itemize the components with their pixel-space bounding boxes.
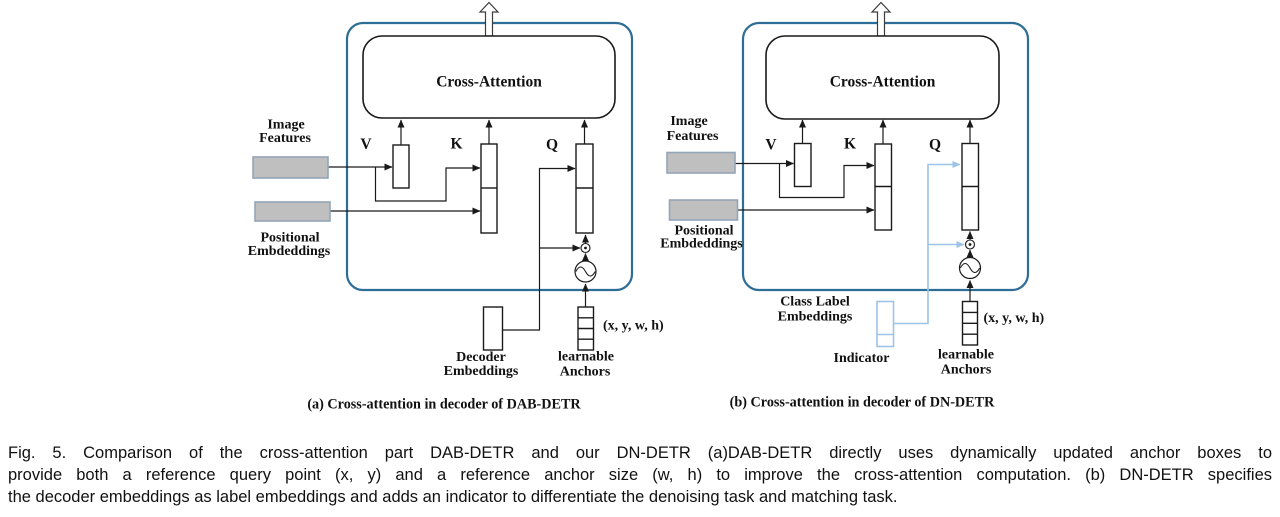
k-label-b: K bbox=[844, 136, 856, 153]
anchors-label-1-b: learnable bbox=[938, 348, 994, 363]
multiply-dot-icon-b bbox=[968, 243, 972, 246]
image-features-block-b bbox=[666, 151, 736, 174]
diagram-b: Cross-Attention bbox=[660, 1, 1045, 411]
image-to-k-line bbox=[778, 162, 875, 199]
figure-caption-line-1: Fig. 5. Comparison of the cross-attentio… bbox=[8, 444, 1272, 462]
cross-attention-label-b: Cross-Attention bbox=[830, 74, 936, 91]
figure-canvas: Cross-Attention bbox=[248, 1, 1045, 413]
q-label-b: Q bbox=[929, 137, 941, 154]
subcaption-a: (a) Cross-attention in decoder of DAB-DE… bbox=[307, 397, 581, 413]
class-label-2-b: Embeddings bbox=[778, 310, 853, 325]
cross-attention-box-a bbox=[362, 35, 616, 119]
image-to-k-line bbox=[374, 164, 481, 202]
subcaption-b: (b) Cross-attention in decoder of DN-DET… bbox=[730, 395, 995, 411]
sine-wave-icon-b bbox=[959, 262, 981, 274]
vkq-boxes-b bbox=[793, 142, 980, 346]
xywh-label-a: (x, y, w, h) bbox=[603, 319, 664, 334]
decoder-embeddings-box-a bbox=[482, 306, 504, 351]
output-arrow-icon-b bbox=[870, 1, 892, 37]
anchors-dividers-b bbox=[962, 311, 978, 335]
connectors-a bbox=[328, 119, 589, 331]
decoder-to-q-line bbox=[502, 165, 576, 331]
positional-label-2-b: Embdeddings bbox=[660, 237, 743, 252]
k-label-a: K bbox=[450, 136, 462, 153]
cross-attention-box-b bbox=[765, 35, 1000, 120]
sine-wave-icon-a bbox=[575, 266, 596, 277]
v-box-b bbox=[793, 142, 812, 188]
indicator-label-b: Indicator bbox=[834, 351, 890, 366]
image-features-label-2-b: Features bbox=[667, 129, 719, 144]
positional-label-2-a: Embdeddings bbox=[248, 244, 331, 259]
decoder-label-2-a: Embeddings bbox=[444, 364, 519, 379]
decoder-label-1-a: Decoder bbox=[456, 350, 506, 365]
q-label-a: Q bbox=[546, 137, 558, 154]
cross-attention-label-a: Cross-Attention bbox=[436, 74, 542, 91]
positional-label-1-b: Positional bbox=[674, 224, 733, 239]
connectors-b bbox=[735, 119, 974, 301]
v-label-a: V bbox=[360, 136, 372, 153]
image-features-block-a bbox=[252, 156, 329, 179]
figure-caption: Fig. 5. Comparison of the cross-attentio… bbox=[8, 442, 1272, 508]
diagram-a: Cross-Attention bbox=[248, 1, 664, 413]
positional-label-1-a: Positional bbox=[260, 231, 319, 246]
image-features-label-1-a: Image bbox=[267, 118, 304, 133]
output-arrow-icon-a bbox=[478, 1, 500, 37]
xywh-label-b: (x, y, w, h) bbox=[984, 311, 1045, 326]
anchors-label-1-a: learnable bbox=[558, 350, 614, 365]
indicator-box-b bbox=[876, 300, 895, 348]
vkq-boxes-a bbox=[392, 143, 595, 351]
anchors-dividers-a bbox=[578, 317, 594, 340]
indicator-connectors-b bbox=[876, 161, 965, 348]
image-features-label-2-a: Features bbox=[259, 131, 311, 146]
figure-caption-line-2: provide both a reference query point (x,… bbox=[8, 466, 1272, 484]
class-label-1-b: Class Label bbox=[780, 295, 850, 310]
image-features-label-1-b: Image bbox=[670, 114, 707, 129]
figure-caption-line-3: the decoder embeddings as label embeddin… bbox=[8, 488, 898, 506]
positional-embeddings-block-b bbox=[668, 199, 739, 221]
positional-embeddings-block-a bbox=[254, 201, 331, 222]
anchors-label-2-b: Anchors bbox=[941, 363, 992, 378]
v-label-b: V bbox=[765, 137, 777, 154]
anchors-label-2-a: Anchors bbox=[560, 365, 611, 380]
v-box-a bbox=[392, 144, 410, 189]
multiply-dot-icon-a bbox=[584, 246, 587, 250]
